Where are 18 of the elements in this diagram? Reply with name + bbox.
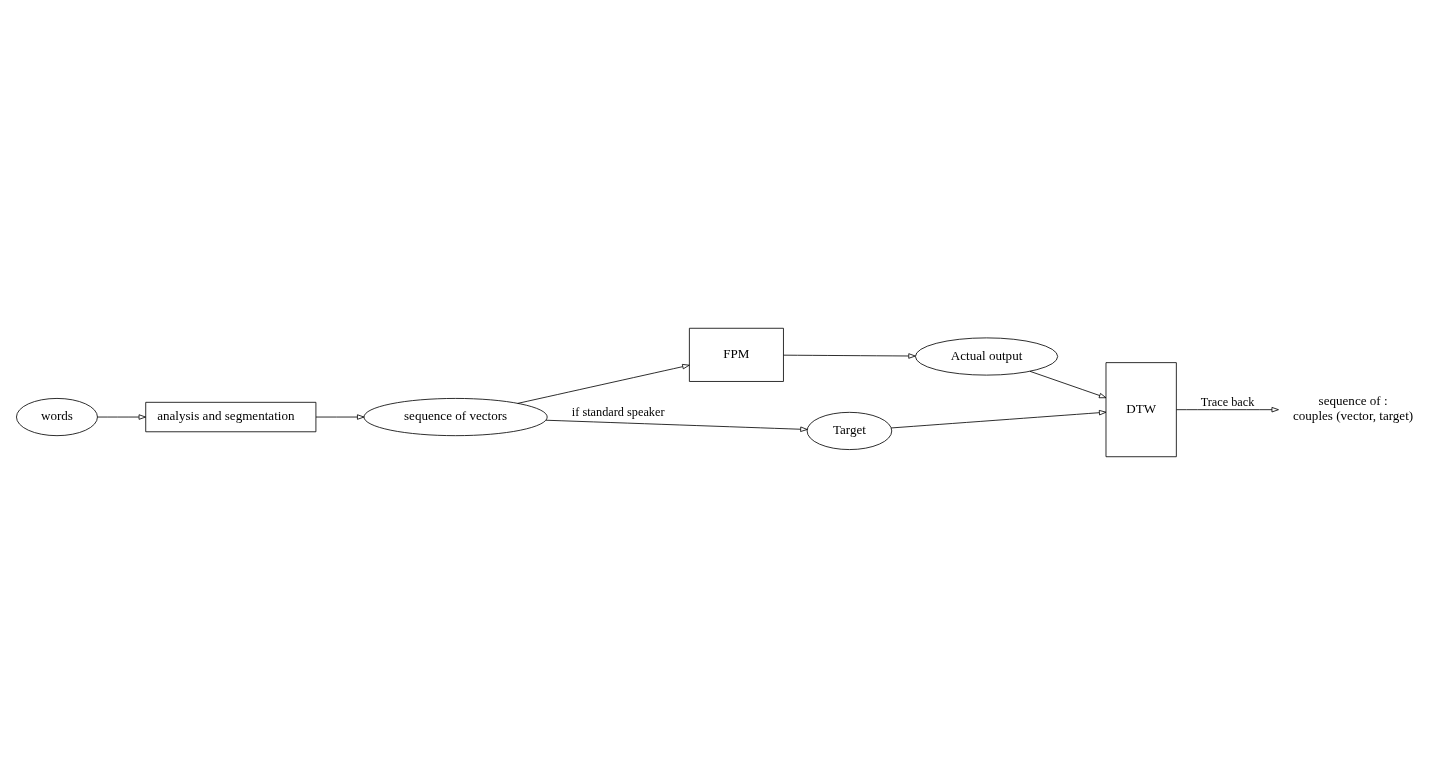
- arrow: [783, 352, 916, 359]
- arrow: [97, 413, 146, 420]
- node-ellipse: sequence of vectors: [363, 397, 548, 436]
- arrow: [517, 363, 690, 404]
- arrow: [890, 409, 1107, 428]
- arrow: [315, 413, 365, 420]
- node-box: FPM: [688, 327, 784, 382]
- arrow: [1029, 370, 1107, 398]
- node-ellipse: words: [16, 397, 98, 436]
- node-text: sequence of : couples (vector, target): [1293, 392, 1414, 423]
- node-ellipse: Target: [806, 411, 893, 450]
- arrow: [1176, 406, 1279, 412]
- node-ellipse: Actual output: [915, 336, 1059, 376]
- node-box: DTW: [1105, 361, 1177, 457]
- edge-label: Trace back: [1200, 394, 1255, 409]
- edge-label: if standard speaker: [571, 404, 665, 419]
- node-box: analysis and segmentation: [145, 401, 317, 432]
- arrow: [545, 419, 808, 432]
